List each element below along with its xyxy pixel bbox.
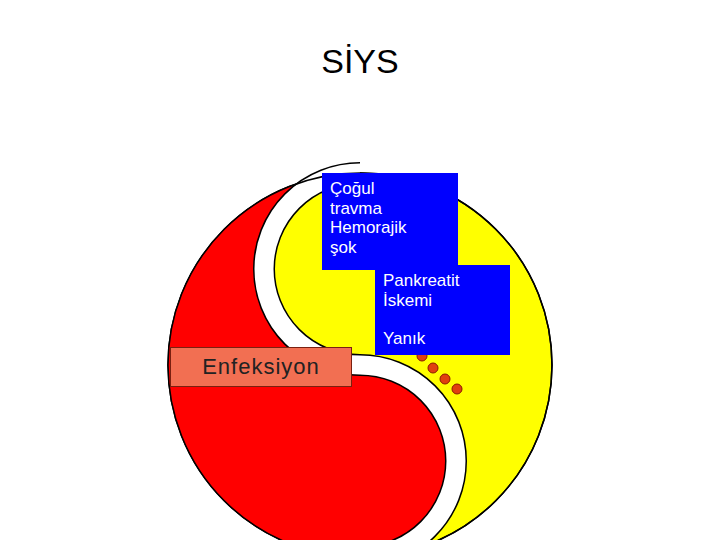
node-text: Çoğul travma Hemorajik şok — [330, 179, 407, 257]
cause-box: Pankreatit İskemiYanık — [375, 265, 510, 355]
node-text: Enfeksiyon — [202, 354, 320, 379]
node-text: Yanık — [383, 329, 425, 349]
dot — [440, 374, 450, 384]
dot-trail — [417, 351, 462, 394]
dot — [428, 363, 438, 373]
node-text: Pankreatit İskemi — [383, 271, 460, 310]
cause-box: Çoğul travma Hemorajik şok — [322, 173, 458, 270]
infection-box: Enfeksiyon — [170, 347, 352, 387]
circle-outline — [168, 173, 552, 540]
dot — [452, 384, 462, 394]
diagram-title: SİYS — [0, 42, 720, 81]
yellow-half — [168, 173, 552, 540]
